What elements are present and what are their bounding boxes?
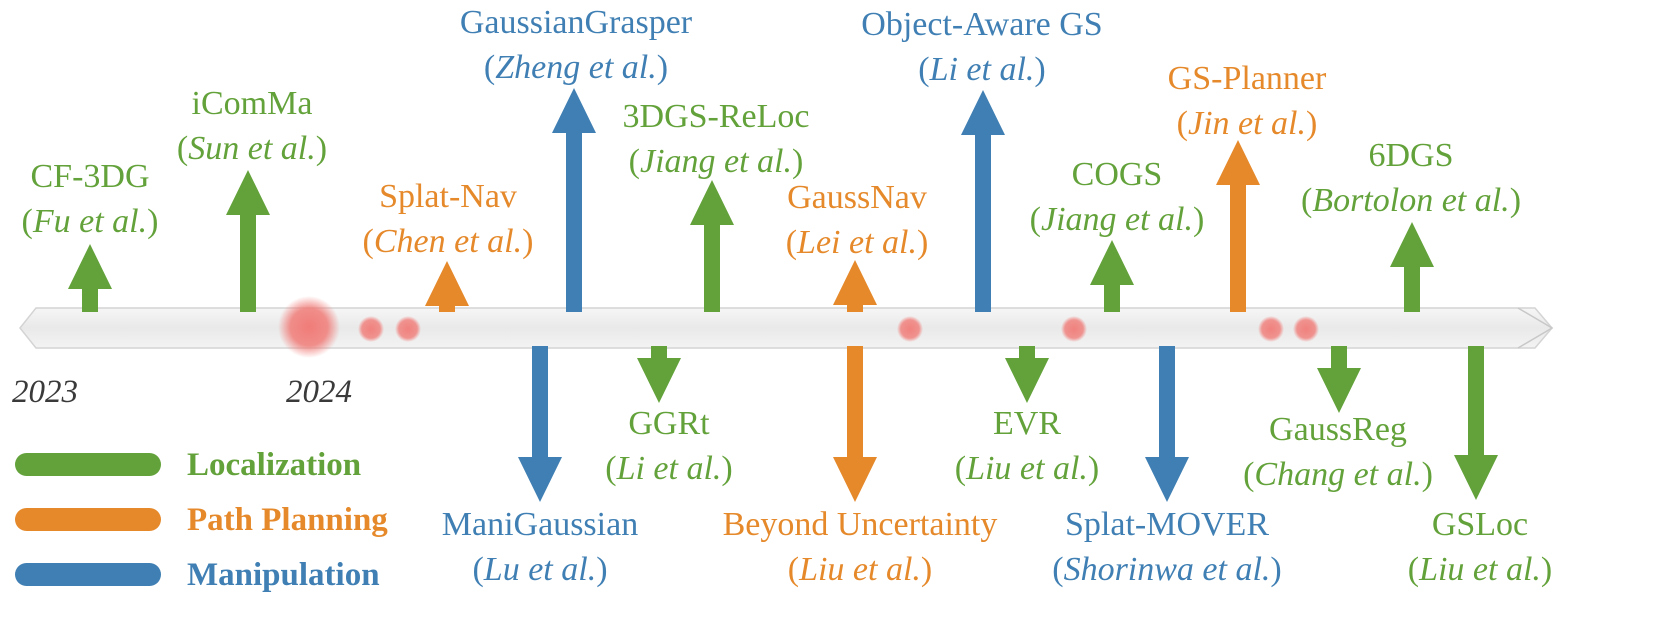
gaussiangrasper-arrow (552, 88, 596, 312)
gaussnav-name-label: GaussNav (787, 179, 927, 216)
gs-planner-author-label: (Jin et al.) (1177, 105, 1318, 142)
legend: Localization Path Planning Manipulation (15, 447, 388, 593)
gaussiangrasper-name-label: GaussianGrasper (460, 4, 693, 41)
timeline-marker (395, 316, 421, 342)
events-layer: CF-3DG (Fu et al.) iComMa (Sun et al.) Splat… (22, 4, 1553, 588)
cf-3dg-name-label: CF-3DG (30, 158, 149, 195)
manigaussian-author-label: (Lu et al.) (472, 551, 607, 588)
timeline-marker (897, 316, 923, 342)
ggrt-arrow (637, 346, 681, 403)
year-label-2023: 2023 (12, 374, 78, 410)
timeline-marker (1061, 316, 1087, 342)
6dgs-author-label: (Bortolon et al.) (1301, 182, 1521, 219)
gaussreg-arrow (1317, 346, 1361, 413)
3dgs-reloc-arrow (690, 180, 734, 312)
object-aware-gs-author-label: (Li et al.) (918, 51, 1046, 88)
year-2024-marker (278, 296, 340, 358)
manigaussian-arrow (518, 346, 562, 502)
gaussnav-author-label: (Lei et al.) (786, 224, 929, 261)
gsloc-name-label: GSLoc (1432, 506, 1528, 543)
6dgs-name-label: 6DGS (1368, 137, 1453, 174)
icomma-arrow (226, 170, 270, 312)
timeline-axis-tip-icon (1517, 307, 1554, 349)
beyond-uncertainty-author-label: (Liu et al.) (788, 551, 933, 588)
6dgs-arrow (1390, 222, 1434, 312)
manigaussian-name-label: ManiGaussian (442, 506, 638, 543)
gsloc-arrow (1454, 346, 1498, 500)
gaussreg-name-label: GaussReg (1269, 411, 1407, 448)
splat-nav-author-label: (Chen et al.) (363, 223, 534, 260)
legend-label-localization: Localization (187, 447, 361, 483)
evr-arrow (1005, 346, 1049, 403)
3dgs-reloc-name-label: 3DGS-ReLoc (623, 98, 810, 135)
object-aware-gs-arrow (961, 90, 1005, 312)
legend-swatch-path-planning (15, 508, 161, 531)
beyond-uncertainty-arrow (833, 346, 877, 502)
legend-label-manipulation: Manipulation (187, 557, 380, 593)
splat-nav-name-label: Splat-Nav (379, 178, 517, 215)
splat-mover-author-label: (Shorinwa et al.) (1052, 551, 1282, 588)
year-label-2024: 2024 (286, 374, 352, 410)
legend-swatch-localization (15, 453, 161, 476)
cf-3dg-arrow (68, 244, 112, 312)
legend-label-path-planning: Path Planning (187, 502, 388, 538)
evr-author-label: (Liu et al.) (955, 450, 1100, 487)
splat-mover-name-label: Splat-MOVER (1065, 506, 1269, 543)
timeline-marker (1258, 316, 1284, 342)
evr-name-label: EVR (993, 405, 1061, 442)
gaussiangrasper-author-label: (Zheng et al.) (484, 49, 668, 86)
splat-mover-arrow (1145, 346, 1189, 502)
splat-nav-arrow (425, 261, 469, 312)
ggrt-author-label: (Li et al.) (605, 450, 733, 487)
legend-swatch-manipulation (15, 563, 161, 586)
gs-planner-name-label: GS-Planner (1168, 60, 1327, 97)
object-aware-gs-name-label: Object-Aware GS (861, 6, 1102, 43)
cogs-name-label: COGS (1072, 156, 1163, 193)
timeline-axis (19, 307, 1553, 349)
icomma-name-label: iComMa (192, 85, 313, 122)
gs-planner-arrow (1216, 140, 1260, 312)
cogs-author-label: (Jiang et al.) (1030, 201, 1205, 238)
timeline-marker (358, 316, 384, 342)
gsloc-author-label: (Liu et al.) (1408, 551, 1553, 588)
cogs-arrow (1090, 240, 1134, 312)
cf-3dg-author-label: (Fu et al.) (22, 203, 159, 240)
gaussreg-author-label: (Chang et al.) (1243, 456, 1433, 493)
ggrt-name-label: GGRt (628, 405, 710, 442)
beyond-uncertainty-name-label: Beyond Uncertainty (723, 506, 998, 543)
timeline-marker (1293, 316, 1319, 342)
3dgs-reloc-author-label: (Jiang et al.) (629, 143, 804, 180)
icomma-author-label: (Sun et al.) (177, 130, 327, 167)
gaussnav-arrow (833, 260, 877, 312)
